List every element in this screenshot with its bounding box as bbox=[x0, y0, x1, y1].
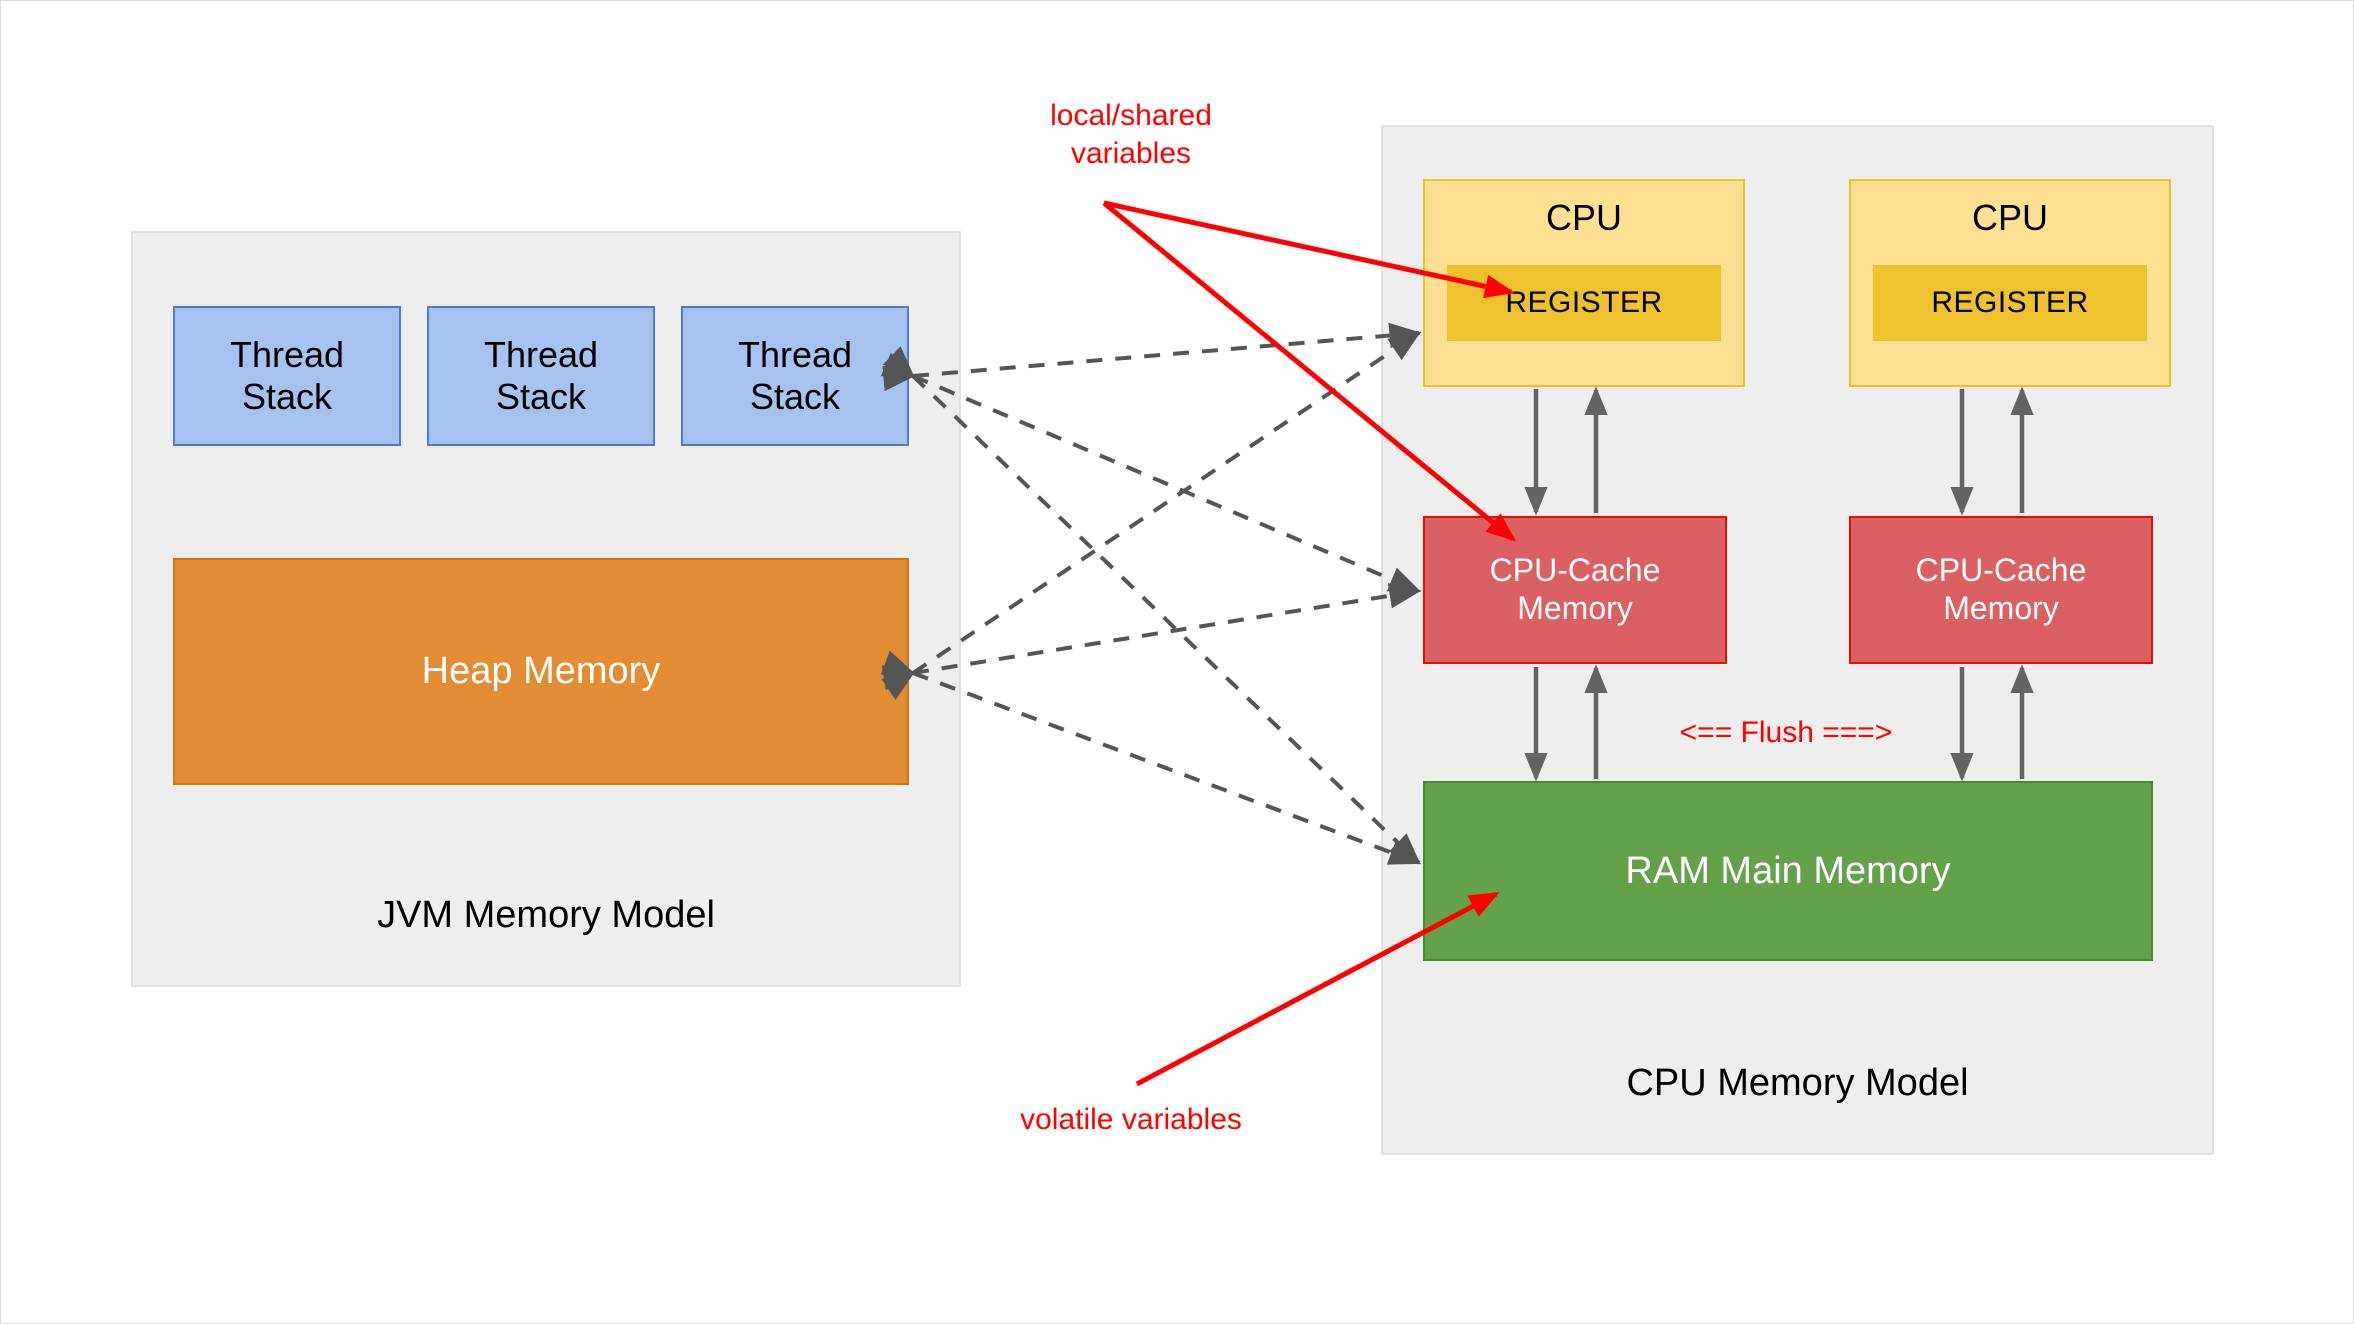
register-box[interactable]: REGISTER bbox=[1873, 265, 2147, 341]
cpu-cache-memory-box[interactable]: CPU-Cache Memory bbox=[1423, 516, 1727, 664]
thread-stack-box[interactable]: Thread Stack bbox=[173, 306, 401, 446]
thread-stack-box[interactable]: Thread Stack bbox=[427, 306, 655, 446]
cpu-panel-title: CPU Memory Model bbox=[1626, 1062, 1969, 1104]
link-heap-ram bbox=[880, 650, 1422, 865]
flush-label: <== Flush ===> bbox=[1679, 716, 1893, 749]
cpu-box[interactable]: CPU REGISTER bbox=[1849, 179, 2171, 387]
cpu-label: CPU bbox=[1545, 197, 1622, 238]
link-threadstack-ram bbox=[882, 346, 1421, 865]
link-heap-register bbox=[881, 331, 1421, 701]
link-heap-cache bbox=[881, 583, 1422, 691]
ram-main-memory-box[interactable]: RAM Main Memory bbox=[1423, 781, 2153, 961]
cpu-label: CPU bbox=[1971, 197, 2048, 238]
link-threadstack-cache bbox=[880, 352, 1422, 593]
annotation-volatile-variables: volatile variables bbox=[1020, 1103, 1242, 1136]
jvm-panel-title: JVM Memory Model bbox=[377, 894, 715, 936]
cpu-cache-memory-box[interactable]: CPU-Cache Memory bbox=[1849, 516, 2153, 664]
cpu-box[interactable]: CPU REGISTER bbox=[1423, 179, 1745, 387]
annotation-local-shared-variables: local/shared variables bbox=[1050, 99, 1212, 170]
thread-stack-box[interactable]: Thread Stack bbox=[681, 306, 909, 446]
register-box[interactable]: REGISTER bbox=[1447, 265, 1721, 341]
link-threadstack-register bbox=[882, 322, 1422, 392]
heap-memory-box[interactable]: Heap Memory bbox=[173, 558, 909, 785]
